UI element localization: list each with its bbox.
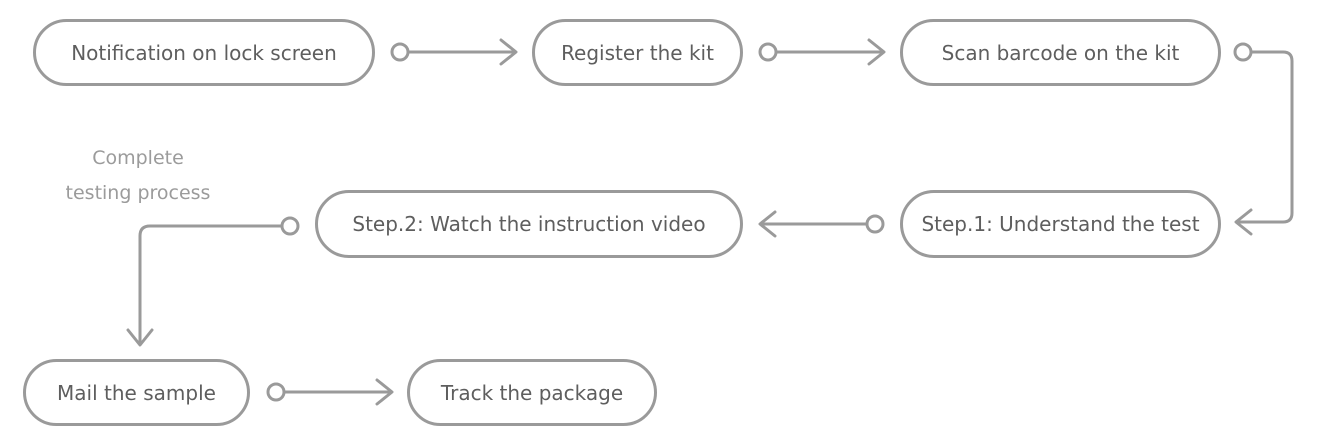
connector-start-dot xyxy=(280,216,300,236)
step-label: Notification on lock screen xyxy=(71,40,337,65)
step-mail-the-sample: Mail the sample xyxy=(23,359,250,426)
step-label: Step.2: Watch the instruction video xyxy=(352,212,706,236)
connector-notification-to-register xyxy=(406,38,518,66)
connector-step2-to-mail xyxy=(126,224,283,347)
step-notification-on-lock-screen: Notification on lock screen xyxy=(33,19,375,86)
step-scan-barcode: Scan barcode on the kit xyxy=(900,19,1221,86)
step-understand-the-test: Step.1: Understand the test xyxy=(900,190,1221,258)
step-label: Step.1: Understand the test xyxy=(921,212,1200,236)
group-caption: Complete testing process xyxy=(40,141,236,211)
connector-start-dot xyxy=(758,42,778,62)
connector-step1-to-step2 xyxy=(758,210,868,238)
connector-start-dot xyxy=(266,382,286,402)
group-caption-line-2: testing process xyxy=(65,182,211,204)
step-label: Register the kit xyxy=(561,40,714,65)
connector-scan-to-step1 xyxy=(1234,50,1294,236)
connector-mail-to-track xyxy=(282,378,394,406)
step-label: Track the package xyxy=(440,380,624,405)
step-watch-instruction-video: Step.2: Watch the instruction video xyxy=(315,190,743,258)
connector-start-dot xyxy=(865,214,885,234)
step-label: Mail the sample xyxy=(57,380,216,405)
connector-register-to-scan xyxy=(774,38,886,66)
connector-start-dot xyxy=(1233,42,1253,62)
step-label: Scan barcode on the kit xyxy=(941,40,1180,65)
step-register-the-kit: Register the kit xyxy=(532,19,743,86)
connector-start-dot xyxy=(390,42,410,62)
group-caption-line-1: Complete xyxy=(92,147,184,169)
step-track-the-package: Track the package xyxy=(407,359,657,426)
